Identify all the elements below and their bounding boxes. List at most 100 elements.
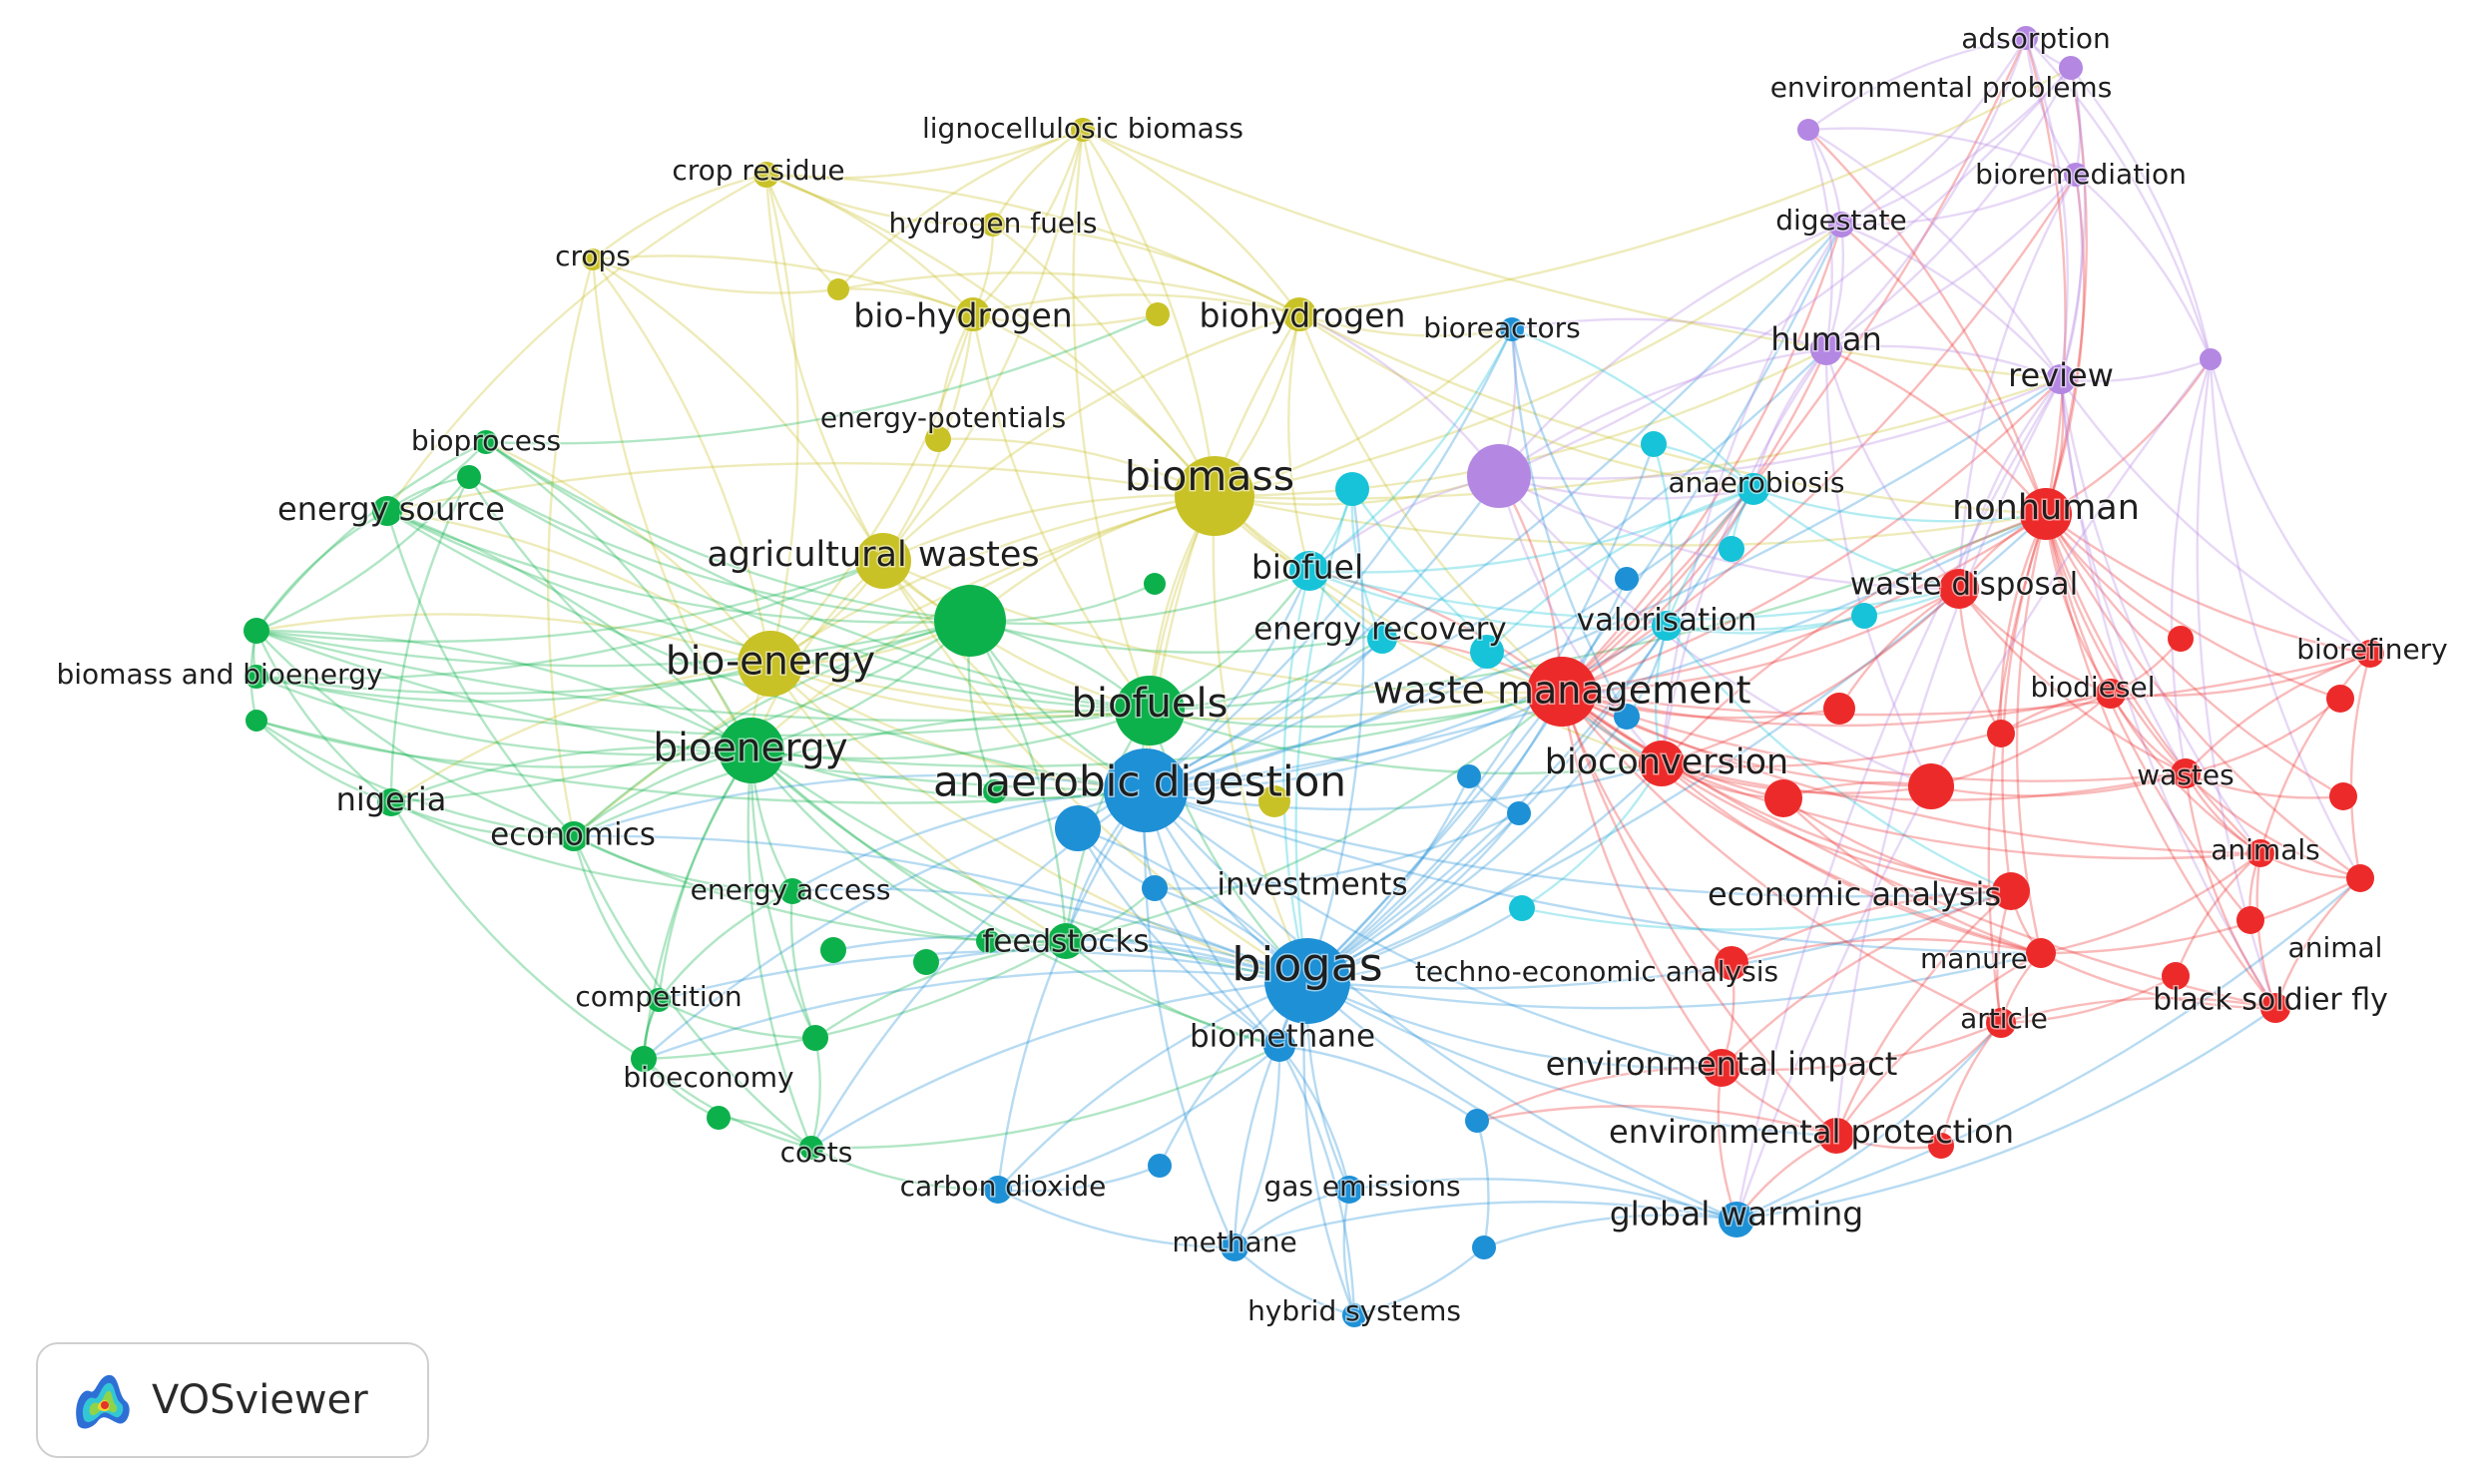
label-manure[interactable]: manure — [1918, 941, 2029, 977]
node-black-soldier-fly[interactable] — [2260, 993, 2290, 1023]
node-bioenergy[interactable] — [719, 718, 784, 783]
node-lignocellulosic-biomass[interactable] — [1071, 118, 1095, 142]
node-cyan-e[interactable] — [1851, 603, 1877, 629]
node-agricultural-wastes[interactable] — [855, 533, 911, 589]
node-red-h[interactable] — [2329, 782, 2357, 810]
node-investments[interactable] — [1142, 875, 1168, 901]
label-crop-residue[interactable]: crop residue — [671, 153, 846, 189]
node-green-e[interactable] — [246, 710, 267, 732]
node-purple-a[interactable] — [1797, 119, 1819, 141]
node-environmental-problems[interactable] — [2059, 56, 2083, 80]
label-energy-recovery[interactable]: energy recovery — [1252, 610, 1509, 649]
node-animal[interactable] — [2346, 864, 2374, 892]
node-red-k[interactable] — [1928, 1133, 1954, 1159]
label-methane[interactable]: methane — [1171, 1225, 1298, 1260]
label-energy-source[interactable]: energy source — [276, 489, 507, 530]
node-blue-g[interactable] — [1465, 1109, 1489, 1133]
node-green-k[interactable] — [707, 1106, 731, 1130]
node-red-j[interactable] — [2162, 962, 2190, 990]
label-bio-energy[interactable]: bio-energy — [664, 638, 876, 686]
node-cyan-a[interactable] — [1335, 472, 1369, 506]
node-bioprocess[interactable] — [474, 430, 498, 454]
node-crops[interactable] — [582, 248, 604, 270]
label-competition[interactable]: competition — [574, 979, 743, 1015]
node-energy-source[interactable] — [372, 496, 402, 526]
node-green-c[interactable] — [457, 465, 481, 489]
node-purple-b[interactable] — [2200, 348, 2222, 370]
node-green-f[interactable] — [1144, 573, 1166, 595]
node-bioreactors[interactable] — [1500, 317, 1524, 341]
label-biomass[interactable]: biomass — [1123, 451, 1295, 502]
label-waste-disposal[interactable]: waste disposal — [1848, 565, 2079, 604]
label-valorisation[interactable]: valorisation — [1575, 601, 1758, 640]
label-bioremediation[interactable]: bioremediation — [1974, 157, 2189, 193]
node-economic-analysis[interactable] — [1992, 872, 2030, 910]
node-feedstocks[interactable] — [1048, 923, 1084, 959]
label-adsorption[interactable]: adsorption — [1960, 21, 2113, 57]
label-biomethane[interactable]: biomethane — [1188, 1017, 1376, 1056]
label-animals[interactable]: animals — [2210, 832, 2321, 868]
label-economic-analysis[interactable]: economic analysis — [1706, 874, 2002, 915]
label-biofuels[interactable]: biofuels — [1070, 680, 1230, 729]
label-biofuel[interactable]: biofuel — [1249, 546, 1364, 588]
node-manure[interactable] — [2026, 938, 2056, 968]
node-competition[interactable] — [647, 988, 671, 1012]
node-red-c[interactable] — [1715, 946, 1748, 980]
label-biomass-and-bioenergy[interactable]: biomass and bioenergy — [55, 657, 384, 693]
label-anaerobic-digestion[interactable]: anaerobic digestion — [932, 755, 1348, 807]
node-yellow-a[interactable] — [827, 278, 849, 300]
node-nonhuman[interactable] — [2020, 488, 2072, 540]
label-energy-potentials[interactable]: energy-potentials — [818, 400, 1067, 436]
label-wastes[interactable]: wastes — [2136, 757, 2235, 793]
node-blue-a[interactable] — [1055, 805, 1101, 851]
label-biodiesel[interactable]: biodiesel — [2029, 670, 2157, 706]
label-bio-hydrogen[interactable]: bio-hydrogen — [852, 294, 1074, 336]
node-bio-energy[interactable] — [738, 631, 803, 697]
node-green-j[interactable] — [632, 1048, 656, 1072]
node-biofuels[interactable] — [1115, 676, 1185, 745]
node-biohydrogen[interactable] — [1282, 297, 1316, 331]
node-biorefinery[interactable] — [2356, 640, 2384, 668]
node-red-a[interactable] — [1908, 763, 1954, 809]
node-hydrogen-fuels[interactable] — [981, 213, 1005, 237]
node-human[interactable] — [1810, 333, 1842, 365]
node-biomass[interactable] — [1175, 456, 1254, 536]
label-review[interactable]: review — [2007, 355, 2116, 396]
label-energy-access[interactable]: energy access — [689, 872, 892, 908]
node-red-d[interactable] — [1823, 693, 1855, 725]
node-biodiesel[interactable] — [2096, 679, 2126, 709]
label-article[interactable]: article — [1959, 1001, 2050, 1037]
node-red-g[interactable] — [2326, 685, 2354, 713]
label-waste-management[interactable]: waste management — [1371, 667, 1752, 714]
node-energy-potentials[interactable] — [925, 426, 951, 452]
node-green-a[interactable] — [820, 937, 846, 963]
node-cyan-b[interactable] — [1641, 431, 1667, 457]
node-blue-d[interactable] — [1614, 704, 1640, 730]
node-crop-residue[interactable] — [753, 162, 779, 188]
node-blue-e[interactable] — [1148, 1154, 1172, 1178]
node-energy-recovery[interactable] — [1367, 624, 1397, 654]
label-costs[interactable]: costs — [778, 1135, 854, 1171]
node-biofuel[interactable] — [1289, 551, 1329, 591]
node-economics[interactable] — [559, 821, 589, 851]
node-costs[interactable] — [799, 1136, 823, 1160]
node-hybrid-systems[interactable] — [1342, 1303, 1366, 1327]
node-cyan-d[interactable] — [1470, 635, 1504, 669]
node-blue-b[interactable] — [1457, 764, 1481, 788]
label-biogas[interactable]: biogas — [1231, 936, 1384, 993]
node-yellow-c[interactable] — [1258, 785, 1290, 817]
node-cyan-c[interactable] — [1719, 536, 1744, 562]
label-environmental-protection[interactable]: environmental protection — [1608, 1112, 2016, 1153]
node-environmental-protection[interactable] — [1818, 1118, 1854, 1154]
label-human[interactable]: human — [1769, 319, 1884, 360]
label-economics[interactable]: economics — [489, 815, 658, 854]
node-wastes[interactable] — [2171, 758, 2201, 788]
node-valorisation[interactable] — [1652, 611, 1682, 641]
label-bioeconomy[interactable]: bioeconomy — [622, 1060, 795, 1096]
label-animal[interactable]: animal — [2286, 930, 2384, 966]
label-crops[interactable]: crops — [554, 239, 633, 274]
node-red-b[interactable] — [1764, 779, 1802, 817]
node-global-warming[interactable] — [1719, 1202, 1754, 1237]
node-green-h[interactable] — [802, 1025, 828, 1051]
label-bioprocess[interactable]: bioprocess — [409, 423, 562, 459]
